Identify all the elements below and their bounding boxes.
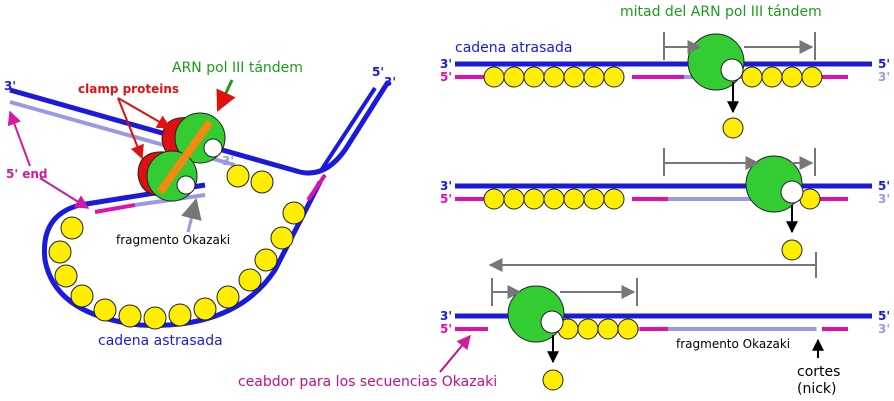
- end-left-3: 3': [4, 79, 16, 93]
- r3-end-3: 3': [440, 309, 452, 323]
- right-row-3: 3' 5' 5' 3' fragmento Okazaki cortes (ni…: [238, 278, 890, 397]
- r3-end-3r: 3': [878, 322, 890, 336]
- arrow-five-end-down: [39, 177, 90, 209]
- label-rna-pol-tandem: ARN pol III tándem: [172, 60, 303, 76]
- r2-end-3r: 3': [878, 192, 890, 206]
- arrow-rna-pol: [216, 79, 236, 112]
- r1-polymerase: [687, 33, 745, 139]
- arrow-clamp-2: [117, 97, 144, 160]
- template-strand-fork-inner: [318, 86, 377, 174]
- r1-end-3r: 3': [878, 70, 890, 84]
- r1-beads: [483, 66, 823, 88]
- lagging-loop-outer: [41, 180, 323, 328]
- okazaki-beads-loop: [48, 164, 306, 330]
- tandem-linker: [156, 119, 214, 195]
- r3-end-5r: 5': [878, 309, 890, 323]
- label-lagging-left: cadena astrasada: [98, 333, 223, 349]
- r2-end-3: 3': [440, 179, 452, 193]
- primer-loop-segment: [94, 203, 136, 214]
- r1-end-5: 5': [440, 70, 452, 84]
- label-primer: ceabdor para los secuencias Okazaki: [238, 374, 497, 390]
- r2-beads: [483, 188, 821, 210]
- right-row-1: mitad del ARN pol III tándem cadena atra…: [440, 4, 890, 139]
- arrow-okazaki-left: [181, 197, 202, 233]
- label-five-end: 5' end: [6, 167, 47, 181]
- label-half-pol: mitad del ARN pol III tándem: [620, 4, 822, 20]
- label-lagging-right: cadena atrasada: [455, 40, 572, 56]
- r2-end-5r: 5': [878, 179, 890, 193]
- end-fork-3: 3': [384, 75, 396, 89]
- arrow-clamp-1: [117, 97, 172, 129]
- label-okazaki-left: fragmento Okazaki: [116, 233, 230, 247]
- r1-end-5r: 5': [878, 57, 890, 71]
- r3-polymerase: [507, 285, 565, 391]
- left-replication-fork: ARN pol III tándem clamp proteins 5' end…: [4, 60, 396, 349]
- polymerase-tandem: [137, 112, 226, 202]
- r2-polymerase: [745, 155, 804, 261]
- label-clamp-proteins: clamp proteins: [78, 82, 179, 96]
- arrow-primer: [439, 334, 471, 373]
- label-okazaki-right: fragmento Okazaki: [676, 337, 790, 351]
- r2-end-5: 5': [440, 192, 452, 206]
- primer-fork-segment: [306, 173, 327, 202]
- r1-released-bead: [722, 117, 744, 139]
- r3-released-bead: [542, 369, 564, 391]
- r1-end-3: 3': [440, 57, 452, 71]
- r2-released-bead: [781, 239, 803, 261]
- label-nick-1: cortes: [797, 364, 840, 380]
- right-row-2: 3' 5' 5' 3': [440, 148, 890, 261]
- r3-end-5: 5': [440, 322, 452, 336]
- label-nick-2: (nick): [797, 381, 837, 397]
- end-fork-5: 5': [372, 65, 384, 79]
- arrow-five-end-up: [7, 110, 31, 167]
- end-inner-3: 3': [222, 154, 234, 168]
- r3-beads: [557, 318, 639, 340]
